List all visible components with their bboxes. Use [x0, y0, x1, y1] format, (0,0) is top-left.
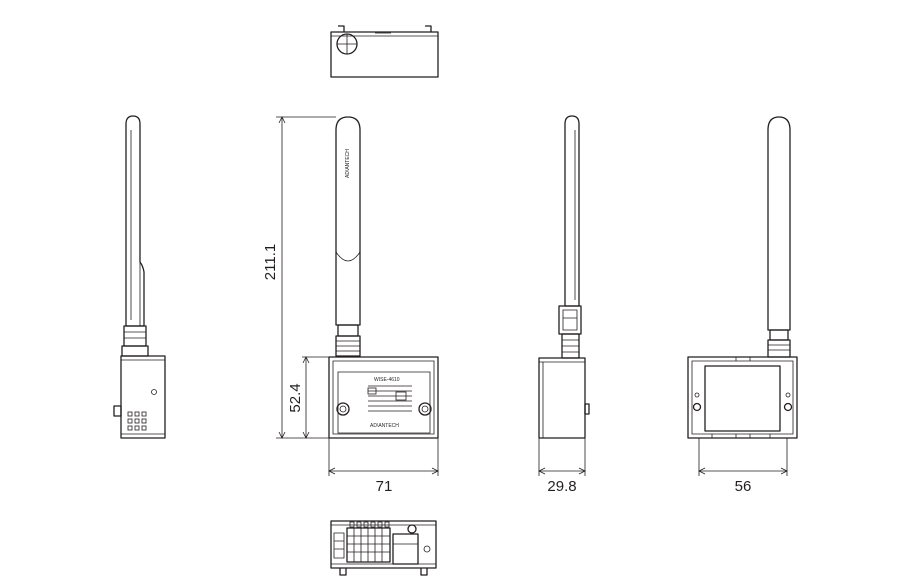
dim-front-width: 71	[376, 478, 393, 495]
back-view	[687, 116, 798, 439]
front-view: AD\ANTECH WISE-4610 AD\ANTECH	[328, 116, 439, 439]
antenna-brand-text: AD\ANTECH	[345, 149, 351, 178]
dim-overall-height: 211.1	[262, 244, 279, 280]
dim-side-depth: 29.8	[547, 478, 576, 495]
dim-back-width: 56	[735, 478, 752, 495]
front-label-model: WISE-4610	[374, 377, 400, 383]
right-side-view	[538, 115, 590, 439]
top-view	[330, 25, 439, 78]
back-dimensions: 56	[698, 438, 788, 495]
side-dimensions: 29.8	[538, 438, 586, 495]
left-side-view	[113, 115, 166, 439]
front-label-brand: AD\ANTECH	[370, 423, 399, 429]
front-dimensions: 211.1 52.4 71	[262, 116, 439, 495]
bottom-view	[330, 520, 437, 576]
dim-body-height: 52.4	[287, 383, 304, 412]
